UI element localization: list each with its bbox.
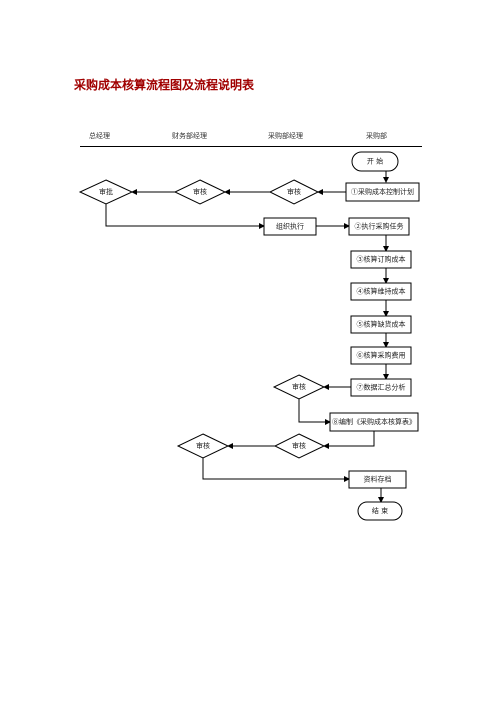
page-title: 采购成本核算流程图及流程说明表 <box>74 78 255 92</box>
end-label: 结 束 <box>372 506 388 515</box>
approve-gm-label: 审批 <box>99 187 113 196</box>
step3-label: ③核算订购成本 <box>357 255 406 264</box>
review-fm-2-label: 审核 <box>196 441 210 450</box>
arrow-review-pm2-to-step8 <box>298 399 331 425</box>
step8-box <box>329 412 419 432</box>
step5-box <box>350 315 412 334</box>
step8-label: ⑧编制《采购成本核算表》 <box>332 417 416 426</box>
arrow-review-fm2-to-archive <box>202 458 350 482</box>
organize-label: 组织执行 <box>276 222 304 231</box>
archive-label: 资料存档 <box>364 475 392 484</box>
column-header-purchasing-dept: 采购部 <box>366 132 387 140</box>
step2-label: ②执行采购任务 <box>355 222 404 231</box>
step7-box <box>350 378 412 397</box>
column-header-general-manager: 总经理 <box>89 132 110 140</box>
review-pm-2-diamond <box>272 374 326 400</box>
review-pm-1-label: 审核 <box>287 187 301 196</box>
arrow-approve-to-organize <box>105 204 265 229</box>
review-pm-2-label: 审核 <box>292 382 306 391</box>
step6-label: ⑥核算采购费用 <box>357 351 406 360</box>
review-pm-3-label: 审核 <box>292 441 306 450</box>
step1-label: ①采购成本控制计划 <box>351 187 414 196</box>
step4-box <box>350 282 412 301</box>
step4-label: ④核算维持成本 <box>357 287 406 296</box>
archive-box <box>348 470 407 489</box>
step5-label: ⑤核算缺货成本 <box>357 320 406 329</box>
connectors <box>105 171 389 503</box>
start-terminator <box>351 151 399 172</box>
step2-box <box>348 217 410 236</box>
step7-label: ⑦数据汇总分析 <box>357 383 406 392</box>
review-fm-2-diamond <box>176 433 230 459</box>
step6-box <box>350 346 412 365</box>
shapes <box>78 151 420 521</box>
step3-box <box>350 250 412 269</box>
review-pm-1-diamond <box>268 179 320 205</box>
step1-box <box>345 182 420 202</box>
end-terminator <box>357 501 403 521</box>
review-fm-1-label: 审核 <box>193 187 207 196</box>
review-pm-3-diamond <box>273 433 326 459</box>
start-label: 开 始 <box>367 157 383 166</box>
arrow-step8-to-review-pm3 <box>323 431 375 449</box>
organize-box <box>263 217 317 236</box>
column-header-purchasing-manager: 采购部经理 <box>268 132 303 140</box>
header-divider <box>80 146 422 147</box>
review-fm-1-diamond <box>173 179 227 205</box>
approve-gm-diamond <box>78 179 134 205</box>
column-header-finance-manager: 财务部经理 <box>172 132 207 140</box>
